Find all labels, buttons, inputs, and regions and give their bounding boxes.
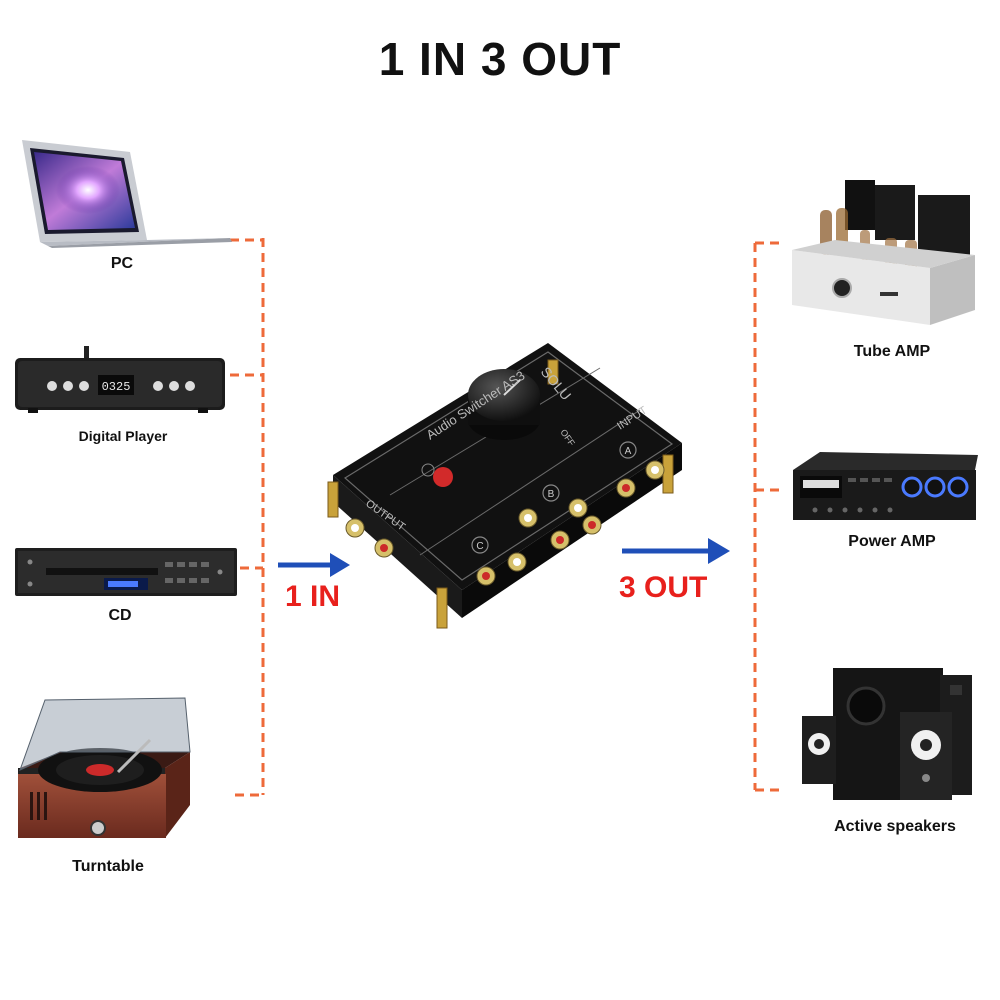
turntable-label: Turntable	[72, 858, 144, 875]
cd-player-icon	[15, 548, 237, 596]
channel-c-label: C	[476, 541, 483, 552]
page-title: 1 IN 3 OUT	[378, 33, 622, 85]
power-amp-icon	[793, 452, 978, 520]
output-arrow	[622, 538, 730, 564]
input-connector-lines	[230, 238, 265, 797]
tube-amp-icon	[792, 180, 975, 325]
input-arrow	[278, 553, 350, 577]
speakers-icon	[802, 668, 972, 800]
input-flow-label: 1 IN	[285, 580, 341, 613]
output-connector-lines	[753, 241, 785, 792]
channel-b-label: B	[548, 489, 555, 500]
tube-amp-label: Tube AMP	[853, 343, 931, 360]
laptop-icon	[22, 140, 232, 248]
turntable-icon	[18, 697, 191, 838]
output-flow-label: 3 OUT	[619, 571, 708, 604]
player-display-text: 0325	[102, 380, 131, 394]
audio-switcher-device: B A C Audio Switcher AS3 SOLU INPUT OUTP…	[327, 343, 682, 629]
digital-player-label: Digital Player	[78, 428, 168, 444]
digital-player-icon: 0325	[15, 346, 225, 413]
rca-jacks	[345, 460, 665, 586]
power-amp-label: Power AMP	[848, 533, 936, 550]
cd-label: CD	[108, 607, 132, 624]
pc-label: PC	[110, 255, 134, 272]
channel-a-label: A	[625, 446, 632, 457]
power-button[interactable]	[433, 467, 453, 487]
active-speakers-label: Active speakers	[834, 818, 956, 835]
